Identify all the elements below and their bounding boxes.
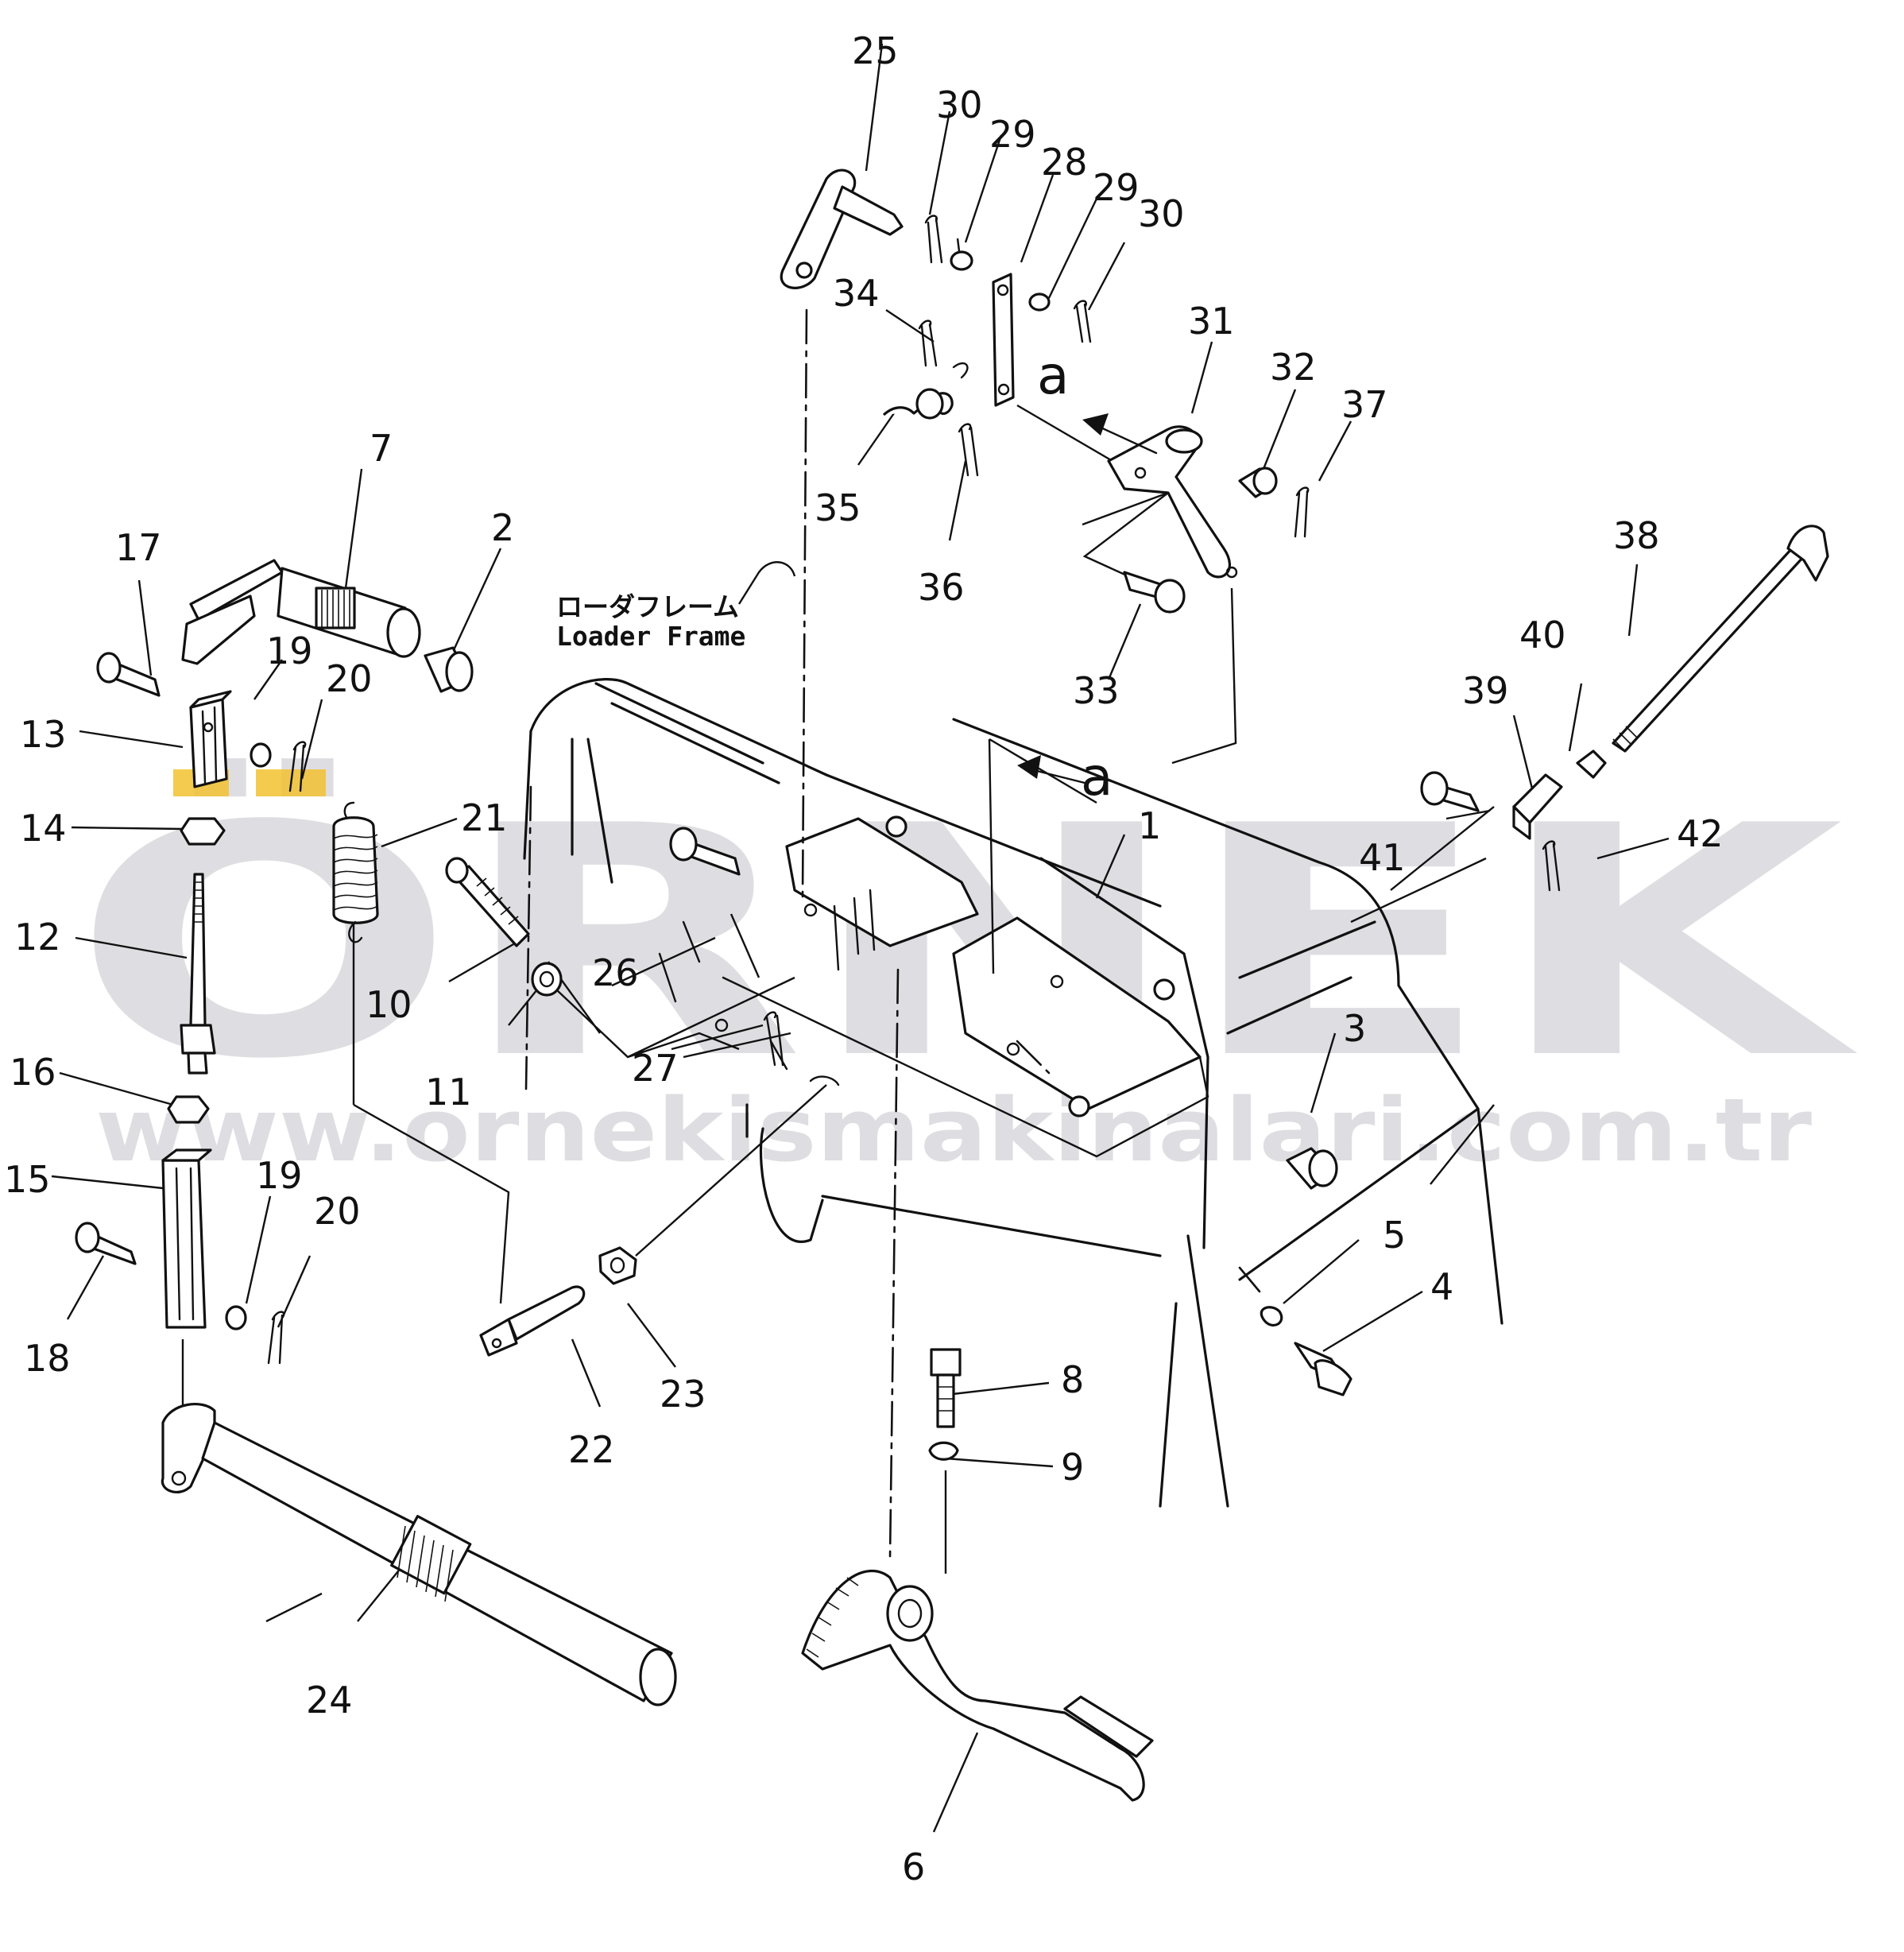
- part-21-spring: [332, 801, 379, 943]
- callout-13: 13: [20, 713, 67, 756]
- callout-6: 6: [902, 1845, 925, 1888]
- part-18-bolt: [75, 1222, 137, 1265]
- part-14-nut: [180, 817, 226, 846]
- callout-29-right: 29: [1093, 166, 1140, 209]
- part-6-pedal: [801, 1569, 1154, 1802]
- part-16-nut: [167, 1095, 210, 1124]
- part-24-shaft: [161, 1403, 677, 1706]
- callout-23: 23: [660, 1373, 706, 1416]
- part-32-bushing: [1238, 467, 1278, 498]
- part-number-callouts: 25 30 29 28 29 30 34 31 32 37 35 36 33 3…: [4, 29, 1724, 1888]
- part-5-washer: [1260, 1306, 1283, 1327]
- part-4-bolt: [1294, 1342, 1353, 1396]
- part-7-lever: [181, 559, 421, 665]
- callout-30-left: 30: [936, 83, 983, 126]
- callout-21: 21: [461, 796, 508, 839]
- callout-7: 7: [370, 427, 393, 470]
- watermark-url: www.ornekismakinalari.com.tr: [95, 1079, 1812, 1181]
- callout-16: 16: [10, 1051, 56, 1094]
- pins-spring-mid: [882, 320, 979, 477]
- callout-36: 36: [918, 566, 965, 609]
- callout-25: 25: [852, 29, 899, 72]
- callout-12: 12: [14, 916, 61, 959]
- part-25-lever: [780, 168, 904, 289]
- part-39-41-clevis: [1420, 749, 1607, 892]
- callout-26: 26: [592, 951, 639, 994]
- part-20-pins: [267, 741, 307, 1365]
- callout-9: 9: [1061, 1446, 1084, 1489]
- callout-42: 42: [1677, 812, 1724, 855]
- part-37-pin: [1294, 486, 1310, 538]
- callout-34: 34: [833, 272, 880, 315]
- callout-37: 37: [1341, 383, 1388, 426]
- callout-19-top: 19: [266, 629, 313, 672]
- pins-washers-top: [924, 215, 1092, 407]
- part-10-bolt: [445, 857, 530, 947]
- callout-14: 14: [20, 807, 67, 850]
- callout-17: 17: [115, 526, 162, 569]
- callout-1: 1: [1138, 804, 1161, 847]
- part-38-rod: [1612, 525, 1829, 753]
- callout-10: 10: [366, 983, 412, 1026]
- callout-38: 38: [1613, 514, 1660, 557]
- loader-frame-annotation: ローダフレーム Loader Frame: [556, 561, 796, 652]
- callout-39: 39: [1462, 669, 1509, 712]
- callout-20-top: 20: [326, 657, 373, 700]
- callout-33: 33: [1073, 669, 1120, 712]
- loader-frame-label-en: Loader Frame: [556, 621, 745, 652]
- part-27-pins: [763, 1011, 840, 1086]
- watermark-brand: ÖRNEK: [72, 755, 1860, 1129]
- loader-frame: [523, 678, 1503, 1508]
- view-arrows: [1017, 413, 1158, 784]
- callout-41: 41: [1359, 836, 1406, 879]
- part-17-bolt: [96, 652, 161, 697]
- callout-20-bottom: 20: [314, 1190, 361, 1233]
- callout-24: 24: [306, 1679, 353, 1722]
- callout-27: 27: [632, 1047, 679, 1090]
- callout-30-right: 30: [1138, 192, 1185, 235]
- callout-5: 5: [1383, 1214, 1406, 1257]
- callout-35: 35: [815, 486, 861, 529]
- part-8-bolt: [930, 1348, 962, 1428]
- part-2-bushing: [424, 646, 474, 693]
- callout-8: 8: [1061, 1358, 1084, 1401]
- callout-2: 2: [491, 506, 514, 549]
- part-26-bolt: [669, 827, 741, 876]
- leader-lines: [51, 43, 1670, 1833]
- centerlines: [524, 308, 1261, 1559]
- part-3-bushing: [1286, 1147, 1338, 1190]
- loader-frame-label-jp: ローダフレーム: [556, 591, 739, 622]
- view-marker-lower: a: [1081, 746, 1113, 808]
- part-11-nut: [531, 962, 563, 997]
- part-15-clevis: [161, 1148, 212, 1329]
- part-13-clevis: [189, 690, 232, 788]
- callout-11: 11: [425, 1071, 472, 1113]
- callout-18: 18: [24, 1337, 71, 1380]
- callout-19-bottom: 19: [256, 1154, 303, 1197]
- part-31-bracket: [1107, 425, 1238, 579]
- callout-40: 40: [1519, 614, 1566, 656]
- callout-32: 32: [1270, 346, 1317, 389]
- part-23-nut: [598, 1246, 637, 1285]
- part-22-rod-end: [479, 1285, 586, 1357]
- callout-28: 28: [1041, 141, 1088, 184]
- part-33-pin: [1123, 571, 1186, 614]
- callout-31: 31: [1188, 300, 1235, 343]
- watermark: ÖRNEK www.ornekismakinalari.com.tr: [72, 755, 1860, 1181]
- callout-3: 3: [1343, 1007, 1366, 1050]
- callout-29-left: 29: [989, 113, 1036, 156]
- part-9-washer: [928, 1441, 959, 1461]
- part-12-rod: [180, 873, 216, 1075]
- callout-4: 4: [1430, 1265, 1453, 1308]
- part-19-washers: [225, 742, 272, 1330]
- callout-15: 15: [4, 1158, 51, 1201]
- callout-22: 22: [568, 1428, 615, 1471]
- view-marker-top: a: [1037, 345, 1069, 406]
